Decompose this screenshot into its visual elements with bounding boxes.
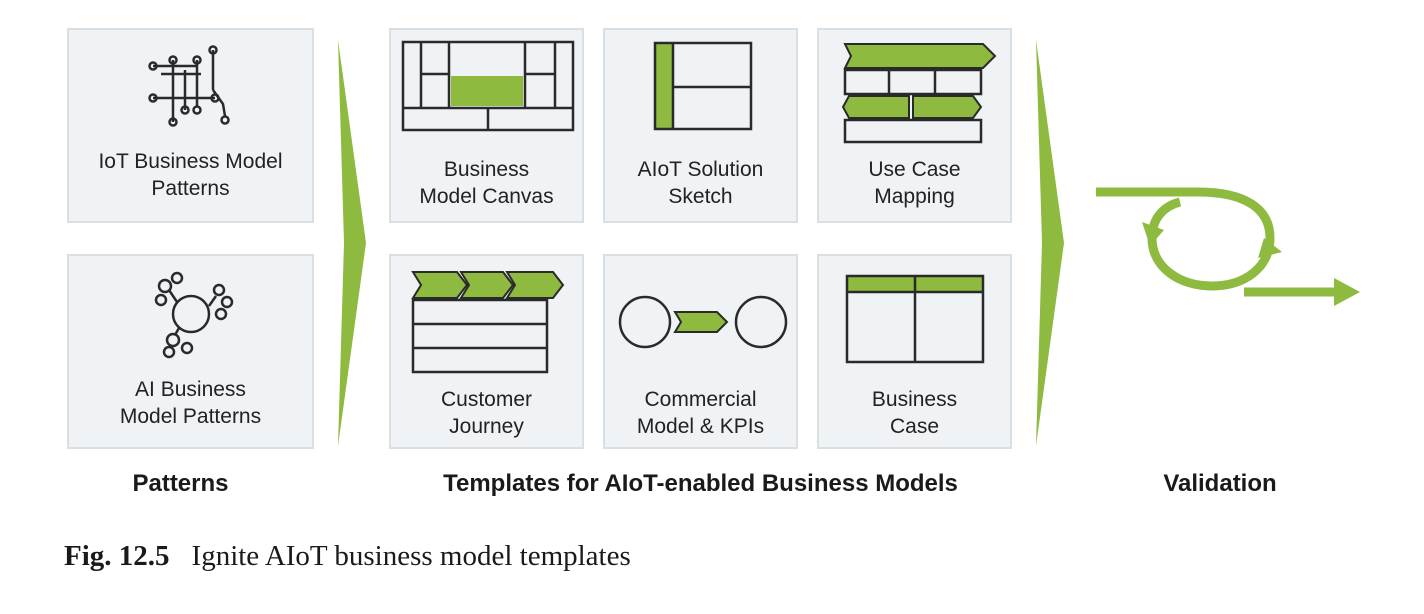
card-label: AI Business Model Patterns [119,378,262,428]
card-label: AIoT Solution Sketch [637,158,764,208]
card-customer-journey: Customer Journey [389,254,584,449]
commercial-model-icon [618,295,788,349]
card-label: Customer Journey [440,388,533,438]
canvas-grid-icon [401,40,575,132]
card-ai-business-model-patterns: AI Business Model Patterns [67,254,314,449]
chevron-arrow-icon [1036,40,1064,446]
card-iot-business-model-patterns: IoT Business Model Patterns [67,28,314,223]
network-nodes-icon [154,271,234,359]
figure-number: Fig. 12.5 [64,540,170,572]
customer-journey-icon [411,271,565,374]
circuit-icon [148,45,230,127]
card-business-case: Business Case [817,254,1012,449]
use-case-mapping-icon [841,43,997,144]
card-business-model-canvas: Business Model Canvas [389,28,584,223]
card-label: Business Case [871,388,958,438]
card-label: Use Case Mapping [868,158,961,208]
business-case-icon [845,274,985,364]
card-aiot-solution-sketch: AIoT Solution Sketch [603,28,798,223]
card-label: Business Model Canvas [419,158,554,208]
card-label: Commercial Model & KPIs [636,388,765,438]
solution-sketch-icon [653,41,753,131]
figure-caption-text: Ignite AIoT business model templates [191,540,631,572]
section-label-patterns: Patterns [132,470,229,497]
section-label-templates: Templates for AIoT-enabled Business Mode… [443,470,958,497]
figure-caption: Fig. 12.5 Ignite AIoT business model temp… [64,540,631,573]
card-commercial-model-kpis: Commercial Model & KPIs [603,254,798,449]
validation-loop-icon [1096,187,1360,306]
chevron-arrow-icon [338,40,366,446]
card-use-case-mapping: Use Case Mapping [817,28,1012,223]
card-label: IoT Business Model Patterns [98,150,283,200]
section-label-validation: Validation [1163,470,1277,497]
